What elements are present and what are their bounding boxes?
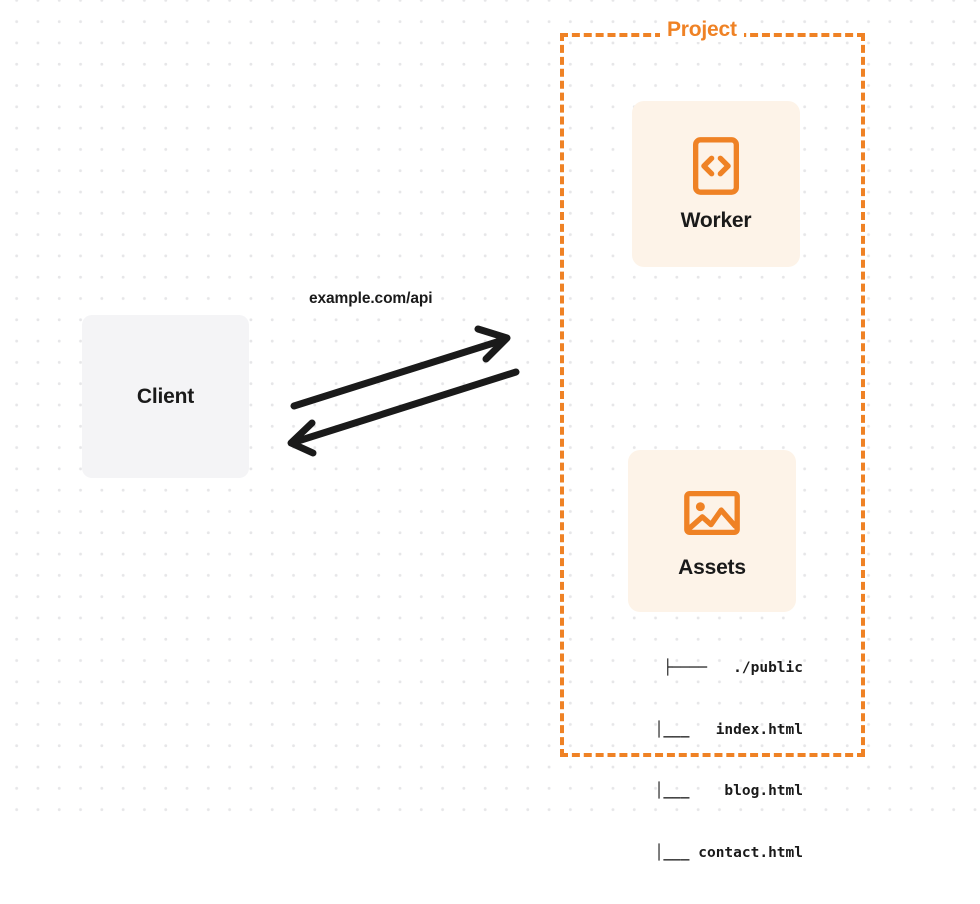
request-arrow-icon <box>290 325 511 410</box>
assets-label: Assets <box>678 556 746 579</box>
asset-file-tree: ├──── ./public │___ index.html │___ blog… <box>605 617 803 904</box>
project-title: Project <box>660 18 744 42</box>
file-tree-row: │___ blog.html <box>637 783 803 799</box>
client-label: Client <box>136 384 195 408</box>
code-brackets-icon <box>692 137 740 195</box>
image-icon <box>684 490 740 536</box>
diagram-canvas: Client example.com/api Project Worker <box>0 0 980 861</box>
client-node: Client <box>82 315 249 478</box>
file-tree-row: ├──── ./public <box>663 660 803 676</box>
connection-label: example.com/api <box>309 290 433 307</box>
assets-node[interactable]: Assets <box>628 450 796 612</box>
worker-label: Worker <box>680 209 752 232</box>
response-arrow-icon <box>287 368 520 457</box>
file-tree-row: │___ contact.html <box>637 844 803 861</box>
file-tree-row: │___ index.html <box>637 721 803 738</box>
worker-node[interactable]: Worker <box>632 101 800 267</box>
